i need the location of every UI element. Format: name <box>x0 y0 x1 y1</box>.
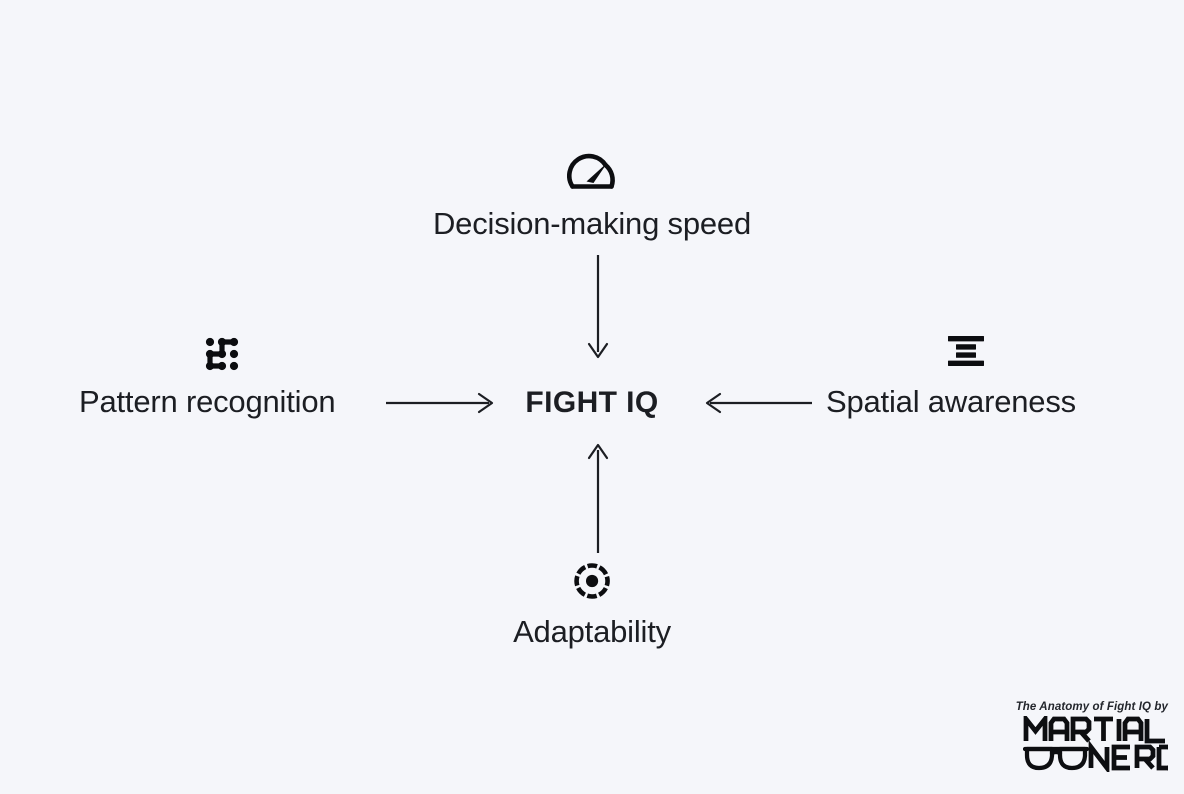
arrow-left-to-center <box>386 392 494 414</box>
node-pattern-recognition[interactable]: Pattern recognition <box>79 336 336 419</box>
arrow-top-to-center <box>587 255 609 359</box>
arrow-bottom-to-center <box>587 443 609 553</box>
gauge-icon <box>567 152 617 197</box>
node-label-pattern-recognition: Pattern recognition <box>79 384 336 419</box>
pattern-dots-icon <box>204 336 240 377</box>
focus-target-icon <box>571 560 613 607</box>
node-label-adaptability: Adaptability <box>513 614 671 649</box>
martial-nerd-logo[interactable] <box>1023 716 1168 772</box>
node-adaptability[interactable]: Adaptability <box>513 560 671 649</box>
arrow-right-to-center <box>705 392 812 414</box>
node-label-spatial-awareness: Spatial awareness <box>826 384 1076 419</box>
node-decision-making-speed[interactable]: Decision-making speed <box>433 152 751 241</box>
align-center-icon <box>946 334 986 373</box>
brand-tagline: The Anatomy of Fight IQ by <box>1015 701 1168 713</box>
center-hub-fight-iq[interactable]: FIGHT IQ <box>525 386 659 419</box>
node-label-decision-making-speed: Decision-making speed <box>432 206 752 241</box>
brand-footer: The Anatomy of Fight IQ by <box>1016 701 1168 772</box>
node-spatial-awareness[interactable]: Spatial awareness <box>826 334 1076 419</box>
